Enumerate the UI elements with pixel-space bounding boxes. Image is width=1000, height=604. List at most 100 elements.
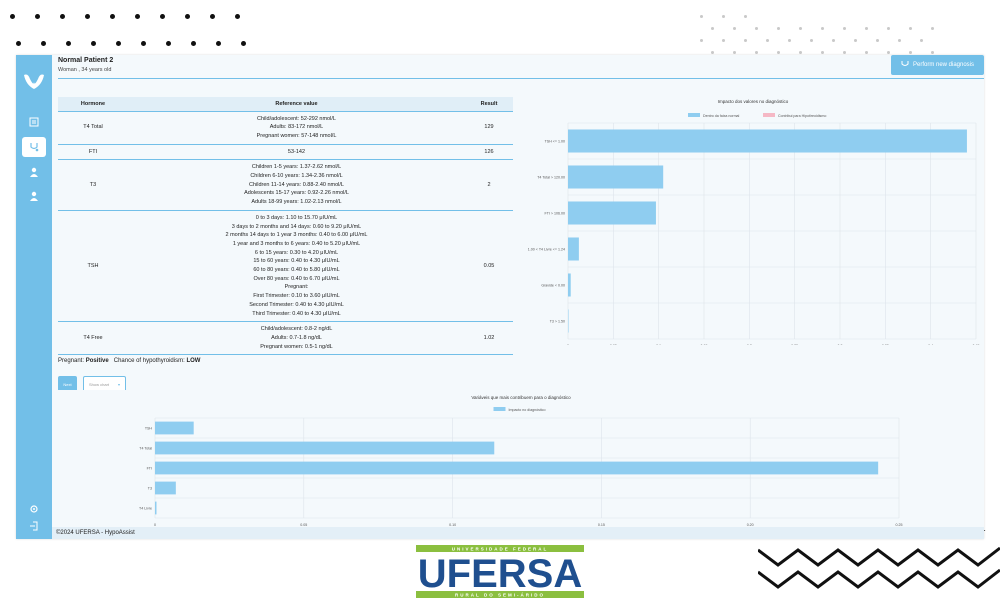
chevron-down-icon: ▾ — [117, 382, 120, 387]
decorative-dot — [191, 41, 196, 46]
hormone-cell: FTI — [58, 144, 128, 161]
decorative-dot — [10, 14, 15, 19]
chart-bar — [155, 441, 495, 455]
decorative-dot — [788, 39, 791, 42]
y-tick-label: T4 Total > 120.00 — [537, 176, 565, 180]
x-tick-label: 0.20 — [747, 523, 754, 527]
new-diagnosis-button[interactable]: Perform new diagnosis — [891, 55, 984, 75]
result-cell: 1.02 — [465, 321, 513, 356]
decorative-dot — [887, 27, 890, 30]
decorative-dot — [898, 39, 901, 42]
decorative-dot — [700, 15, 703, 18]
hormone-cell: T4 Free — [58, 321, 128, 356]
chart-bar — [568, 201, 656, 225]
chart-title: Impacto dos valores no diagnóstico — [718, 99, 789, 104]
chart-bar — [155, 481, 176, 495]
reference-line: 15 to 60 years: 0.40 to 4.30 μIU/mL — [253, 258, 340, 265]
decorative-zigzag — [758, 530, 1000, 589]
chart-bar — [568, 273, 571, 297]
reference-line: 53-142 — [287, 148, 306, 155]
decorative-dot — [744, 15, 747, 18]
decorative-dot — [135, 14, 140, 19]
result-cell: 0.05 — [465, 210, 513, 323]
decorative-dot — [832, 39, 835, 42]
y-tick-label: Gravide < 0.00 — [541, 284, 565, 288]
gear-icon[interactable] — [23, 500, 45, 518]
column-header: Reference value — [128, 97, 465, 112]
y-tick-label: 1.00 < T4 Livre <= 1.24 — [528, 248, 565, 252]
decorative-dot — [116, 41, 121, 46]
footer: ©2024 UFERSA - HypoAssist — [52, 527, 984, 539]
legend-swatch — [763, 113, 775, 117]
decorative-dot — [887, 51, 890, 54]
column-header: Hormone — [58, 97, 128, 112]
result-cell: 2 — [465, 159, 513, 211]
clipboard-icon[interactable] — [23, 113, 45, 131]
chart-bar — [568, 165, 664, 189]
decorative-dot — [60, 14, 65, 19]
decorative-dot — [35, 14, 40, 19]
decorative-dot — [210, 14, 215, 19]
reference-line: Adults 18-99 years: 1.02-2.13 nmol/L — [251, 199, 342, 206]
decorative-dot — [909, 27, 912, 30]
decorative-dot — [821, 51, 824, 54]
x-tick-label: 0.1 — [656, 344, 661, 345]
decorative-dot — [865, 51, 868, 54]
decorative-dot — [810, 39, 813, 42]
y-tick-label: FTI — [147, 467, 152, 471]
x-tick-label: 0.3 — [838, 344, 843, 345]
table-row: FTI 53-142 126 — [58, 144, 513, 161]
svg-text:UFERSA: UFERSA — [418, 552, 582, 596]
y-tick-label: T3 > 1.50 — [550, 320, 565, 324]
reference-cell: Children 1-5 years: 1.37-2.62 nmol/L Chil… — [128, 159, 465, 211]
legend-swatch — [688, 113, 700, 117]
decorative-dot — [166, 41, 171, 46]
header-divider — [58, 78, 984, 79]
decorative-dot — [876, 39, 879, 42]
result-cell: 129 — [465, 111, 513, 145]
decorative-dot — [235, 14, 240, 19]
decorative-dot — [241, 41, 246, 46]
user-add-icon[interactable] — [23, 187, 45, 205]
ufersa-logo: UNIVERSIDADE FEDERAL UFERSA RURAL DO SEM… — [416, 545, 584, 599]
reference-line: 60 to 80 years: 0.40 to 5.80 μIU/mL — [253, 267, 340, 274]
legend-label: Contribui para Hipotireoidismo — [778, 114, 826, 118]
legend-swatch — [493, 407, 506, 411]
reference-line: Children 11-14 years: 0.88-2.40 nmol/L — [249, 181, 344, 188]
reference-line: Children 1-5 years: 1.37-2.62 nmol/L — [251, 164, 342, 171]
x-tick-label: 0 — [567, 344, 569, 345]
result-cell: 126 — [465, 144, 513, 161]
logout-icon[interactable] — [23, 517, 45, 535]
decorative-dot — [755, 51, 758, 54]
chance-value: LOW — [186, 358, 201, 364]
decorative-dot — [711, 27, 714, 30]
reference-line: Children 6-10 years: 1.34-2.36 nmol/L — [250, 173, 343, 180]
decorative-dot — [909, 51, 912, 54]
decorative-dot — [16, 41, 21, 46]
reference-line: Third Trimester: 0.40 to 4.30 μIU/mL — [252, 310, 341, 317]
reference-line: 6 to 15 years: 0.30 to 4.20 μIU/mL — [254, 249, 339, 256]
y-tick-label: FTI > 106.00 — [545, 212, 565, 216]
reference-line: Pregnant women: 0.5-1 ng/dL — [260, 343, 333, 350]
contribution-chart-panel: Variáveis que mais contribuem para o dia… — [58, 390, 984, 527]
user-icon[interactable] — [23, 163, 45, 181]
reference-line: Second Trimester: 0.40 to 4.30 μIU/mL — [249, 301, 344, 308]
decorative-dot — [722, 39, 725, 42]
legend-label: Dentro da faixa normal — [703, 114, 740, 118]
decorative-dot — [931, 27, 934, 30]
reference-line: 2 months 14 days to 1 year 3 months: 0.4… — [225, 232, 368, 239]
next-button[interactable]: Next — [58, 376, 77, 393]
decorative-dot — [66, 41, 71, 46]
decorative-dot — [777, 51, 780, 54]
decorative-dot — [160, 14, 165, 19]
hormone-cell: T4 Total — [58, 111, 128, 145]
page-title: Normal Patient 2 — [58, 57, 114, 64]
chart-bar — [568, 237, 579, 261]
svg-text:RURAL DO SEMI-ÁRIDO: RURAL DO SEMI-ÁRIDO — [455, 592, 545, 598]
stethoscope-icon[interactable] — [22, 137, 46, 157]
